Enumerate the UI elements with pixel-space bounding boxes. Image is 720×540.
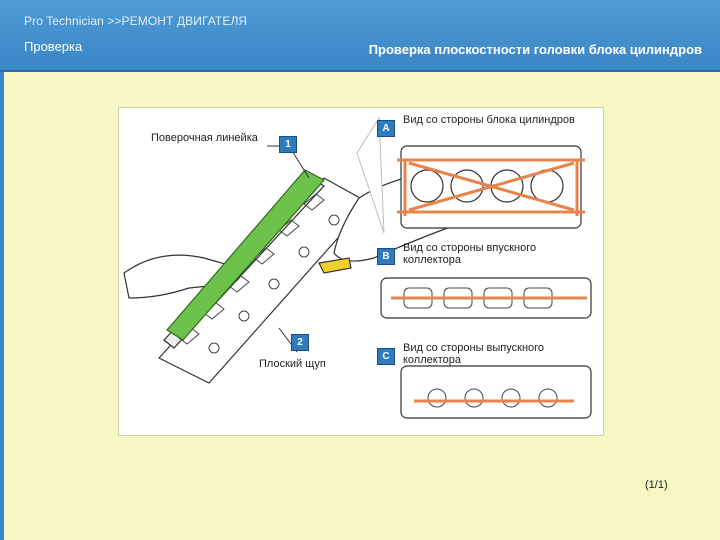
callout-2-badge: 2	[291, 334, 309, 351]
feeler-gauge-label: Плоский щуп	[259, 358, 326, 370]
section-title: Проверка	[24, 39, 83, 54]
view-a-badge: A	[377, 120, 395, 137]
header-bar: Pro Technician >>РЕМОНТ ДВИГАТЕЛЯ Провер…	[0, 0, 720, 72]
straightedge-label: Поверочная линейка	[151, 132, 258, 144]
view-b-badge: B	[377, 248, 395, 265]
cylinder-head-illustration	[123, 116, 592, 419]
illustration-panel: Поверочная линейка 1 2 Плоский щуп A Вид…	[118, 107, 604, 436]
view-a-label: Вид со стороны блока цилиндров	[403, 114, 575, 126]
callout-1-badge: 1	[279, 136, 297, 153]
straightedge	[166, 169, 325, 341]
view-c-label: Вид со стороны выпускного коллектора	[403, 342, 545, 366]
view-b-label: Вид со стороны впускного коллектора	[403, 242, 537, 266]
view-c-drawing	[400, 365, 592, 419]
view-c-badge: C	[377, 348, 395, 365]
left-accent-strip	[0, 72, 4, 540]
view-b-drawing	[380, 277, 592, 319]
breadcrumb[interactable]: Pro Technician >>РЕМОНТ ДВИГАТЕЛЯ	[24, 14, 248, 28]
view-a-drawing	[397, 145, 585, 229]
page-title: Проверка плоскостности головки блока цил…	[368, 42, 702, 57]
page-indicator: (1/1)	[645, 479, 668, 491]
